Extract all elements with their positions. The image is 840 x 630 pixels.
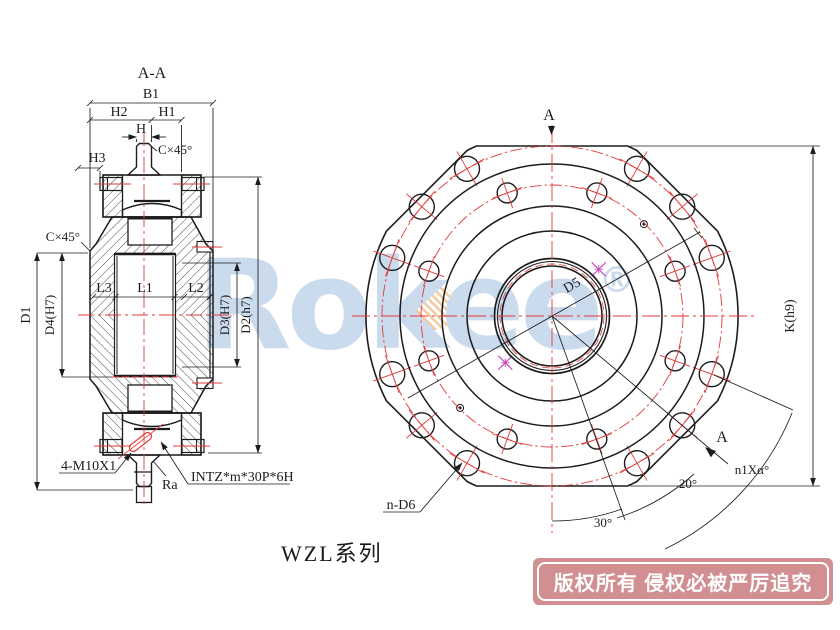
bolt-hole <box>496 182 518 204</box>
bolt-hole <box>379 360 406 388</box>
dim-b1: B1 <box>143 87 159 102</box>
bolt-hole <box>496 428 518 450</box>
keyway-slot <box>127 216 173 246</box>
cap <box>121 202 183 218</box>
dim-chamfer-top: C×45° <box>158 142 192 157</box>
label-section-a-top: A <box>543 107 555 124</box>
dim-30deg: 30° <box>594 515 612 530</box>
series-title: WZL系列 <box>281 541 383 566</box>
dim-roughness: Ra <box>162 478 178 493</box>
dim-d1: D1 <box>19 306 34 323</box>
bolt-hole <box>586 182 608 204</box>
bolt-hole <box>418 260 440 282</box>
dim-n-d6: n-D6 <box>387 498 416 513</box>
bolt-hole <box>669 193 696 220</box>
dim-h: H <box>136 122 146 137</box>
bolt-hole <box>453 450 481 477</box>
bolt-hole <box>453 155 481 182</box>
dim-d4: D4(H7) <box>42 295 57 335</box>
bolt-hole <box>418 350 440 372</box>
dim-chamfer-left: C×45° <box>46 229 80 244</box>
dim-spline: INTZ*m*30P*6H <box>191 470 294 485</box>
dim-h3: H3 <box>88 151 105 166</box>
banner-text: 版权所有 侵权必被严厉追究 <box>553 573 813 595</box>
bolt-hole <box>408 193 435 220</box>
dim-screws: 4-M10X1 <box>61 459 116 474</box>
watermark-orange-dot-icon <box>411 284 457 330</box>
section-title: A-A <box>138 65 167 82</box>
bolt-hole <box>669 412 696 439</box>
bolt-hole <box>586 428 608 450</box>
section-arrow-side-icon <box>705 447 716 458</box>
dim-d5: D5 <box>561 275 583 297</box>
hub-section-hatch <box>90 217 213 315</box>
bolt-hole <box>664 260 686 282</box>
copyright-banner: 版权所有 侵权必被严厉追究 <box>533 558 833 605</box>
dim-h2: H2 <box>110 105 127 120</box>
dim-l1: L1 <box>137 281 153 296</box>
bolt-hole <box>408 412 435 439</box>
bolt-hole <box>623 450 651 477</box>
section-view: A-A B1 H2 H1 H C×45° H3 C×45° D1 D4(H7) … <box>19 65 294 505</box>
section-arrow-top-icon <box>548 126 555 135</box>
bolt-hole <box>698 360 725 388</box>
pin-hole <box>456 403 465 412</box>
label-section-a-side: A <box>716 429 728 446</box>
dim-d3: D3(H7) <box>217 295 232 335</box>
bolt-hole <box>664 350 686 372</box>
flange-outer-profile <box>365 145 739 487</box>
pin-hole <box>639 220 648 229</box>
bolt-hole <box>698 244 725 272</box>
dim-l3: L3 <box>96 281 112 296</box>
dim-n1-alpha: n1Xα° <box>735 462 769 477</box>
bolt-hole <box>379 244 406 272</box>
front-view: A A D5 K(h9) n-D6 30° 20° n1Xα° <box>352 107 820 550</box>
banner-border <box>537 562 829 601</box>
bolt-hole <box>623 155 651 182</box>
dim-l2: L2 <box>188 281 204 296</box>
dim-20deg: 20° <box>679 476 697 491</box>
dim-d2: D2(h7) <box>238 296 253 334</box>
front-annotations <box>383 145 820 550</box>
dim-h1: H1 <box>158 105 175 120</box>
dim-k: K(h9) <box>783 299 798 333</box>
section-dimensions <box>34 99 290 491</box>
